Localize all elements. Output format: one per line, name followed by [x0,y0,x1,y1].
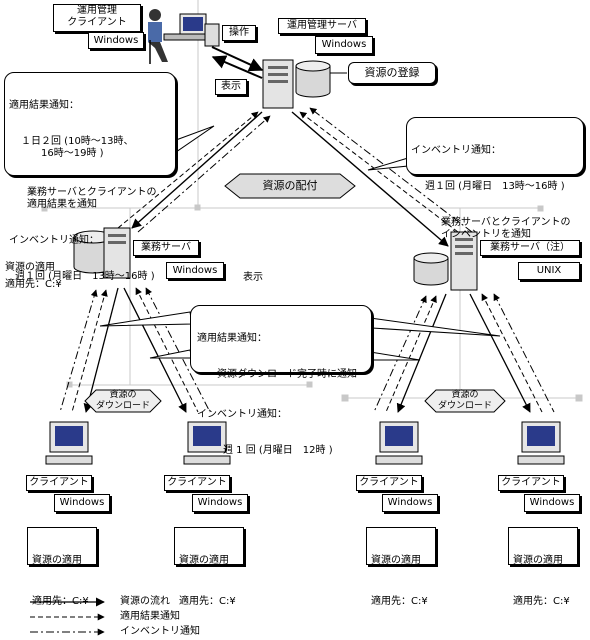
legend-lines [30,597,105,636]
left-server-client-links [59,287,211,413]
right-note-inv-schedule: 週１回 (月曜日 13時～16時 ) [425,181,565,192]
register-label: 資源の登録 [348,62,436,84]
operate-arrow [211,46,264,72]
client-apply-box: 資源の適用 適用先：C:¥ [366,527,436,607]
left-server-os-label: Windows [166,262,224,279]
left-note-result-title: 適用結果通知： [9,100,79,111]
client-label: クライアント [498,475,564,491]
left-note-result-schedule: １日２回 (10時～13時、 16時～19時 ) [21,136,134,159]
operator-workstation-icon [148,9,220,64]
client-apply-label: 資源の適用 [32,555,82,566]
right-server-os-label: UNIX [518,262,580,280]
client-os-label: Windows [382,494,438,512]
client-pc-icons [45,421,565,465]
client-dest-label: 適用先：C:¥ [513,596,570,607]
middle-note-inv-title: インベントリ通知： [197,409,287,420]
mgmt-server-icon [262,59,331,109]
distribution-label: 資源の配付 [262,179,318,192]
client-dest-label: 適用先：C:¥ [179,596,236,607]
upper-note-pointers [175,125,409,171]
middle-notification-note: 適用結果通知： 資源ダウンロード完了時に通知 インベントリ通知： 週 1 回 (… [190,305,372,456]
mgmt-server-label: 運用管理サーバ [278,18,366,34]
legend-result-label: 適用結果通知 [120,611,180,622]
client-os-label: Windows [192,494,248,512]
client-dest-label: 適用先：C:¥ [32,596,89,607]
middle-note-result-desc: 資源ダウンロード完了時に通知 [217,369,357,380]
client-label: クライアント [164,475,230,491]
operate-label: 操作 [222,25,256,41]
inventory-right-mgmt [309,107,473,233]
client-label: クライアント [356,475,422,491]
client-os-label: Windows [524,494,580,512]
mgmt-server-os-label: Windows [315,36,373,54]
middle-note-inv-schedule: 週 1 回 (月曜日 12時 ) [223,445,333,456]
right-server-client-links [373,293,555,413]
left-note-result-desc: 業務サーバとクライアントの 適用結果を通知 [27,187,157,210]
right-note-inv-desc: 業務サーバとクライアントの インベントリを通知 [441,217,571,240]
client-apply-box: 資源の適用 適用先：C:¥ [27,527,97,607]
download-label-left: 資源の ダウンロード [96,390,151,411]
client-apply-box: 資源の適用 適用先：C:¥ [174,527,244,607]
result-left-mgmt [117,111,259,229]
left-server-apply-label: 資源の適用 [5,262,55,273]
left-server-dest-label: 適用先：C:¥ [5,279,62,290]
right-server-icon [413,231,478,291]
left-notification-note: 適用結果通知： １日２回 (10時～13時、 16時～19時 ) 業務サーバとク… [4,72,176,282]
right-notification-note: インベントリ通知： 週１回 (月曜日 13時～16時 ) 業務サーバとクライアン… [406,117,584,240]
client-os-label: Windows [54,494,110,512]
distribution-banner [224,173,356,199]
download-label-right: 資源の ダウンロード [437,390,492,411]
left-note-inv-schedule: 週１回 (月曜日 13時～16時 ) [15,271,155,282]
right-server-label: 業務サーバ（注） [480,240,580,256]
legend-flow-label: 資源の流れ [120,596,170,607]
operator-os-label: Windows [88,32,144,49]
download-banners [84,389,506,413]
left-note-inv-title: インベントリ通知： [9,235,99,246]
middle-note-result-title: 適用結果通知： [197,333,267,344]
left-server-label: 業務サーバ [133,240,199,256]
inventory-left-mgmt [137,115,271,233]
display-label: 表示 [215,79,247,95]
display-arrow [211,55,263,79]
result-right-mgmt [299,111,459,233]
client-apply-box: 資源の適用 適用先：C:¥ [508,527,578,607]
operator-client-label: 運用管理 クライアント [53,4,141,32]
flow-mgmt-right [291,111,449,247]
client-dest-label: 適用先：C:¥ [371,596,428,607]
client-apply-label: 資源の適用 [513,555,563,566]
legend-inventory-label: インベントリ通知 [120,626,200,637]
flow-mgmt-left [131,111,263,229]
client-apply-label: 資源の適用 [371,555,421,566]
right-note-inv-title: インベントリ通知： [411,145,501,156]
client-label: クライアント [26,475,92,491]
left-server-icon [73,227,131,279]
stray-display-label: 表示 [243,272,263,283]
client-apply-label: 資源の適用 [179,555,229,566]
